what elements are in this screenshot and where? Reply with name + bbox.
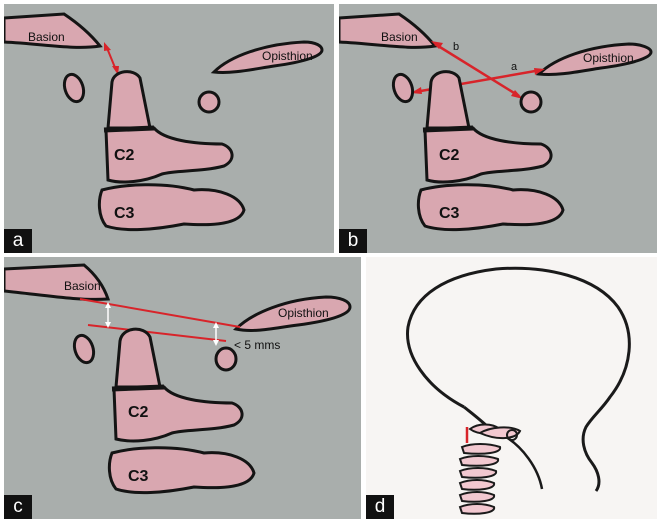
dens bbox=[116, 329, 160, 387]
skull-outline bbox=[408, 268, 630, 491]
left-atlas-arch bbox=[390, 72, 416, 104]
panel-b: Basion Opisthion b a C2 C3 b bbox=[339, 4, 657, 253]
panel-c: Basion Opisthion < 5 mms C2 C3 c bbox=[4, 257, 361, 519]
panel-b-diagram: Basion Opisthion b a C2 C3 bbox=[339, 4, 657, 253]
c2-dens-junction bbox=[112, 387, 164, 389]
left-atlas-arch bbox=[61, 72, 87, 104]
panel-a-diagram: Basion Opisthion C2 C3 bbox=[4, 4, 334, 253]
vertebra-c3 bbox=[460, 456, 498, 466]
line-b-label: b bbox=[453, 41, 459, 53]
opisthion-label: Opisthion bbox=[262, 49, 313, 63]
dens bbox=[427, 72, 469, 128]
left-atlas-arch bbox=[71, 333, 97, 365]
right-atlas-arch bbox=[521, 92, 541, 112]
c3-label: C3 bbox=[114, 205, 135, 222]
vertebra-c7 bbox=[460, 504, 494, 514]
c2-dens-junction bbox=[423, 128, 473, 130]
panel-c-letter: c bbox=[4, 495, 32, 519]
c2-label: C2 bbox=[439, 147, 460, 164]
gap-arrow-right-head-bottom bbox=[213, 340, 219, 346]
panel-d-diagram bbox=[366, 257, 657, 519]
vertebra-c6 bbox=[460, 492, 494, 502]
distance-label: < 5 mms bbox=[234, 338, 280, 352]
panel-c-diagram: Basion Opisthion < 5 mms C2 C3 bbox=[4, 257, 361, 519]
c3-label: C3 bbox=[128, 468, 149, 485]
opisthion-label: Opisthion bbox=[278, 306, 329, 320]
dens bbox=[108, 72, 150, 128]
basion-label: Basion bbox=[64, 279, 101, 293]
neck-front bbox=[506, 437, 542, 489]
c2-label: C2 bbox=[128, 404, 149, 421]
parallel-line bbox=[88, 325, 226, 341]
right-atlas-arch bbox=[216, 348, 236, 370]
panel-d: d bbox=[366, 257, 657, 519]
c3-label: C3 bbox=[439, 205, 460, 222]
c2-label: C2 bbox=[114, 147, 135, 164]
vertebra-c4 bbox=[460, 468, 496, 478]
opisthion-label: Opisthion bbox=[583, 51, 634, 65]
basion-label: Basion bbox=[28, 30, 65, 44]
basion-label: Basion bbox=[381, 30, 418, 44]
panel-a: Basion Opisthion C2 C3 a bbox=[4, 4, 334, 253]
right-atlas-arch bbox=[199, 92, 219, 112]
c2-dens-junction bbox=[104, 128, 154, 130]
panel-b-letter: b bbox=[339, 229, 367, 253]
panel-d-letter: d bbox=[366, 495, 394, 519]
vertebra-c5 bbox=[460, 480, 494, 490]
bdi-arrowhead-top bbox=[104, 42, 111, 51]
panel-a-letter: a bbox=[4, 229, 32, 253]
vertebra-c2 bbox=[462, 444, 500, 454]
line-a-label: a bbox=[511, 61, 518, 73]
